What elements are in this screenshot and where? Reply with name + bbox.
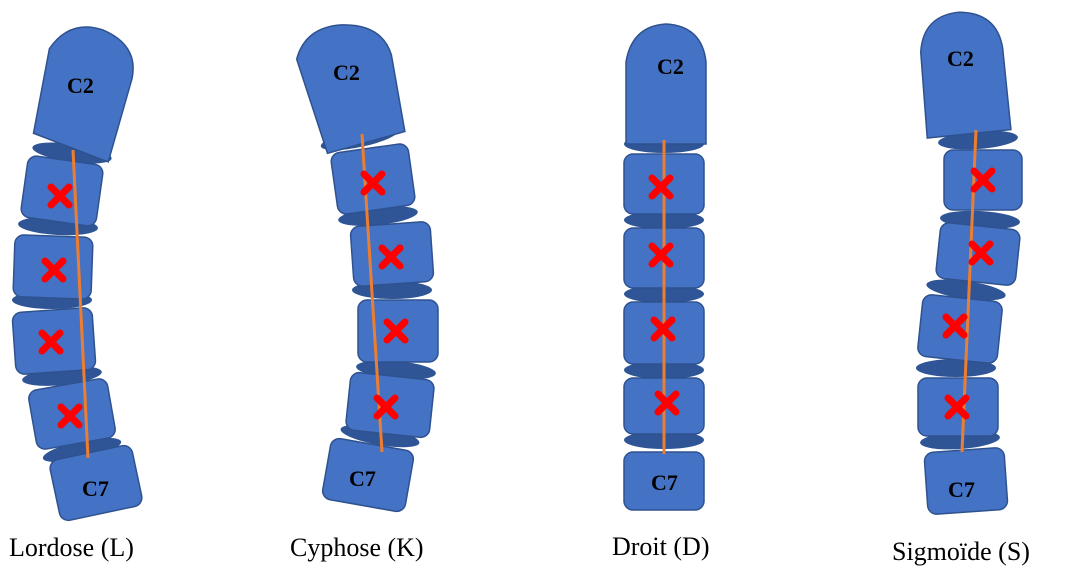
top-label: C2 (947, 46, 974, 71)
bottom-label: C7 (948, 477, 975, 502)
caption-sigmoide: Sigmoïde (S) (892, 537, 1030, 567)
caption-lordose: Lordose (L) (9, 533, 134, 563)
vertebra-c2 (919, 10, 1011, 138)
caption-droit: Droit (D) (612, 532, 709, 562)
caption-cyphose: Cyphose (K) (290, 533, 424, 563)
